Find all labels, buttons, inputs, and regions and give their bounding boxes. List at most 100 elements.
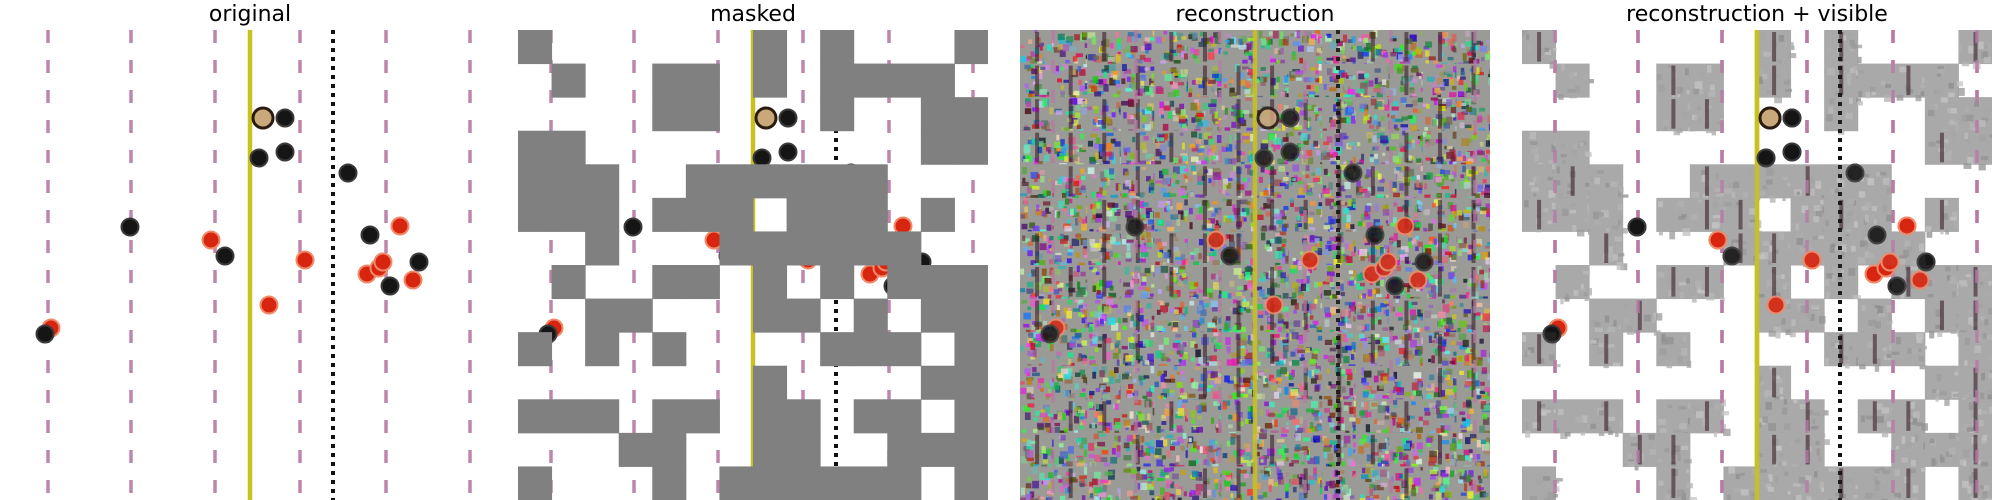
reconstructed-patch [1020, 30, 1060, 70]
reconstructed-patch [1924, 130, 1962, 165]
reconstructed-patch [1589, 332, 1624, 369]
reconstructed-patch [1958, 30, 1992, 70]
reconstructed-patch [1924, 432, 1966, 467]
mask-patch [954, 130, 988, 165]
reconstruction-visible-scene [1522, 30, 1992, 500]
reconstructed-patch [1723, 466, 1759, 500]
reconstructed-patch [1790, 466, 1828, 500]
reconstructed-patch [1689, 97, 1724, 136]
mask-patch [652, 63, 687, 98]
mask-patch [820, 332, 855, 367]
mask-patch [920, 265, 955, 300]
mask-patch [685, 63, 720, 98]
panel-title: reconstruction [1175, 2, 1335, 27]
reconstructed-patch [1020, 466, 1055, 500]
mask-patch [652, 97, 687, 132]
black-ball [249, 148, 269, 168]
mask-patch [652, 466, 687, 500]
mask-patch [920, 97, 955, 132]
reconstructed-patch [1589, 197, 1628, 234]
black-ball [623, 217, 643, 237]
reconstructed-patch [1288, 164, 1326, 203]
reconstructed-patch [1958, 97, 1992, 134]
mask-patch [954, 97, 988, 132]
reconstructed-patch [1389, 432, 1426, 470]
reconstructed-patch [1656, 197, 1693, 240]
reconstructed-patch [1958, 432, 1992, 470]
reconstructed-patch [1221, 466, 1263, 500]
reconstructed-patch [1120, 432, 1161, 470]
reconstructed-patch [1958, 399, 1992, 437]
reconstructed-patch [1322, 30, 1361, 67]
reconstructed-patch [1689, 164, 1724, 203]
mask-patch [853, 231, 888, 266]
reconstructed-patch [1555, 197, 1595, 237]
mask-patch [753, 432, 788, 467]
mask-patch [585, 231, 620, 266]
black-ball [338, 163, 358, 183]
reconstructed-patch [1757, 265, 1792, 300]
reconstructed-patch [1154, 298, 1193, 339]
reconstructed-patch [1622, 298, 1663, 336]
reconstructed-patch [1221, 197, 1262, 237]
reconstructed-patch [1389, 466, 1428, 500]
mask-patch [518, 30, 553, 65]
reconstructed-patch [1154, 231, 1194, 267]
black-ball [1627, 217, 1647, 237]
reconstructed-patch [1555, 130, 1592, 166]
black-ball [1916, 252, 1936, 272]
mask-patch [753, 365, 788, 400]
reconstructed-patch [1555, 265, 1593, 305]
mask-patch [786, 164, 821, 199]
reconstructed-patch [1456, 97, 1490, 138]
reconstructed-patch [1456, 130, 1490, 170]
reconstructed-patch [1757, 399, 1796, 434]
black-ball [1414, 252, 1434, 272]
reconstructed-patch [1053, 466, 1090, 500]
reconstructed-patch [1288, 332, 1326, 373]
reconstructed-patch [1355, 63, 1394, 103]
reconstructed-patch [1924, 298, 1962, 339]
masked-scene [518, 30, 988, 500]
reconstructed-patch [1456, 298, 1490, 339]
mask-patch [954, 432, 988, 467]
reconstructed-patch [1087, 298, 1126, 335]
mask-patch [585, 298, 620, 333]
reconstructed-patch [1020, 130, 1060, 171]
reconstructed-patch [1757, 365, 1792, 404]
panel-masked: masked [518, 0, 988, 500]
reconstructed-patch [1288, 432, 1327, 468]
reconstructed-patch [1958, 130, 1992, 171]
reconstructed-patch [1422, 432, 1463, 469]
red-ball [1264, 295, 1284, 315]
reconstructed-patch [1522, 466, 1563, 500]
reconstructed-patch [1456, 30, 1490, 69]
mask-patch [652, 332, 687, 367]
mask-patch [585, 164, 620, 199]
reconstructed-patch [1154, 432, 1191, 472]
reconstructed-patch [1422, 265, 1462, 302]
reconstructed-patch [1154, 63, 1193, 101]
panel-title: masked [710, 2, 796, 27]
reconstructed-patch [1221, 298, 1259, 335]
reconstruction-image [1020, 30, 1490, 500]
reconstructed-patch [1120, 164, 1159, 202]
red-ball [1408, 270, 1428, 290]
reconstructed-patch [1757, 63, 1793, 104]
mask-patch [685, 164, 720, 199]
reconstructed-patch [1389, 164, 1427, 204]
reconstructed-patch [1422, 466, 1461, 500]
reconstructed-patch [1924, 197, 1959, 238]
reconstructed-patch [1087, 432, 1127, 469]
mask-patch [753, 466, 788, 500]
mask-patch [685, 197, 720, 232]
reconstructed-patch [1355, 130, 1394, 168]
mask-patch [954, 30, 988, 65]
reconstructed-patch [1221, 365, 1258, 403]
reconstructed-patch [1288, 399, 1327, 437]
black-ball [35, 324, 55, 344]
mask-patch [652, 265, 687, 300]
panel-reconstruction-visible: reconstruction + visible [1522, 0, 1992, 500]
reconstructed-patch [1555, 399, 1594, 440]
mask-patch [551, 63, 586, 98]
